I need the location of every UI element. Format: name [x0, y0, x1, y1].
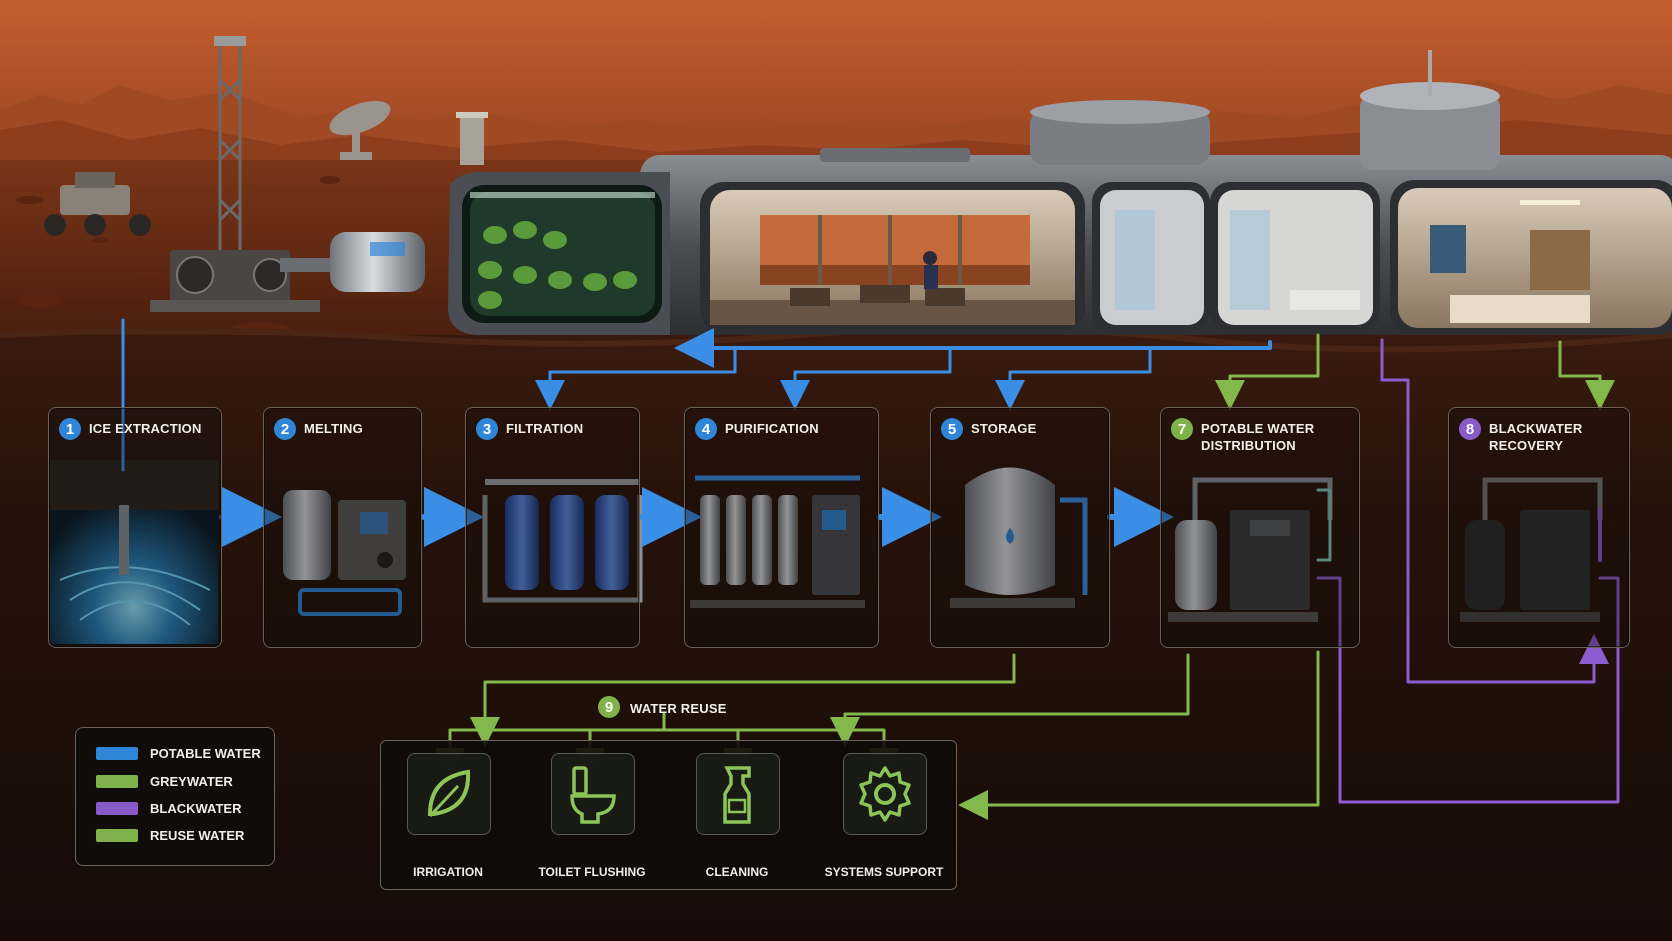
storage-art: [950, 467, 1088, 608]
stage-title: PURIFICATION: [725, 421, 819, 436]
reuse-cleaning[interactable]: [696, 753, 780, 835]
reuse-label: CLEANING: [705, 865, 769, 879]
reuse-line-storage: [470, 653, 1016, 747]
stage-potable-distribution[interactable]: 7 POTABLE WATER DISTRIBUTION: [1160, 407, 1360, 648]
spray-bottle-icon: [723, 766, 751, 824]
legend-swatch: [96, 747, 138, 760]
reuse-systems-support[interactable]: [843, 753, 927, 835]
reuse-irrigation[interactable]: [407, 753, 491, 835]
silo: [456, 112, 488, 165]
stage-number: 5: [941, 418, 963, 440]
stage-purification[interactable]: 4 PURIFICATION: [684, 407, 879, 648]
stage-title: ICE EXTRACTION: [89, 421, 202, 436]
blackwater-line: [1380, 338, 1609, 684]
legend-label: GREYWATER: [150, 774, 233, 789]
stage-storage[interactable]: 5 STORAGE: [930, 407, 1110, 648]
gear-icon: [859, 766, 911, 822]
stage-number: 8: [1459, 418, 1481, 440]
blackwater-art: [1460, 477, 1603, 622]
water-reuse-panel: IRRIGATION TOILET FLUSHING CLEANING SYST…: [380, 740, 957, 890]
reuse-label: IRRIGATION: [413, 865, 483, 879]
legend-label: BLACKWATER: [150, 801, 242, 816]
stage-number: 3: [476, 418, 498, 440]
legend-label: POTABLE WATER: [150, 746, 261, 761]
stage-number: 1: [59, 418, 81, 440]
reuse-label: SYSTEMS SUPPORT: [824, 865, 944, 879]
ice-extraction-art: [50, 460, 218, 644]
stage-title: WATER REUSE: [630, 700, 727, 716]
distribution-art: [1168, 477, 1333, 622]
toilet-icon: [570, 766, 616, 824]
legend-item-potable: POTABLE WATER: [96, 746, 261, 761]
filtration-art: [482, 479, 643, 603]
stage-number: 4: [695, 418, 717, 440]
legend-swatch: [96, 775, 138, 788]
stage-title: MELTING: [304, 421, 363, 436]
legend-item-blackwater: BLACKWATER: [96, 801, 241, 816]
legend-swatch: [96, 829, 138, 842]
reuse-toilet-flushing[interactable]: [551, 753, 635, 835]
reuse-label: TOILET FLUSHING: [538, 865, 646, 879]
drilling-rig: [218, 40, 242, 300]
leaf-icon: [427, 769, 471, 818]
stage-title: FILTRATION: [506, 421, 584, 436]
stage-ice-extraction[interactable]: 1 ICE EXTRACTION: [48, 407, 222, 648]
stage-number: 9: [598, 696, 620, 718]
legend-item-greywater: GREYWATER: [96, 774, 233, 789]
potable-main: [674, 328, 1272, 368]
stage-number: 2: [274, 418, 296, 440]
melting-art: [283, 490, 406, 616]
greywater-line: [1215, 333, 1320, 410]
legend-item-reuse: REUSE WATER: [96, 828, 244, 843]
stage-filtration[interactable]: 3 FILTRATION: [465, 407, 640, 648]
legend-label: REUSE WATER: [150, 828, 245, 843]
legend: POTABLE WATER GREYWATER BLACKWATER REUSE…: [75, 727, 275, 866]
reuse-return: [958, 650, 1320, 820]
stage-melting[interactable]: 2 MELTING: [263, 407, 422, 648]
stage-title: BLACKWATER RECOVERY: [1489, 421, 1583, 453]
legend-swatch: [96, 802, 138, 815]
rover: [44, 172, 151, 236]
stage-number: 7: [1171, 418, 1193, 440]
purification-art: [690, 475, 865, 608]
stage-title: STORAGE: [971, 421, 1037, 436]
stage-blackwater-recovery[interactable]: 8 BLACKWATER RECOVERY: [1448, 407, 1630, 648]
stage-title: POTABLE WATER DISTRIBUTION: [1201, 421, 1315, 453]
water-reuse-heading: 9 WATER REUSE: [598, 696, 727, 718]
satellite-dish: [329, 100, 391, 160]
